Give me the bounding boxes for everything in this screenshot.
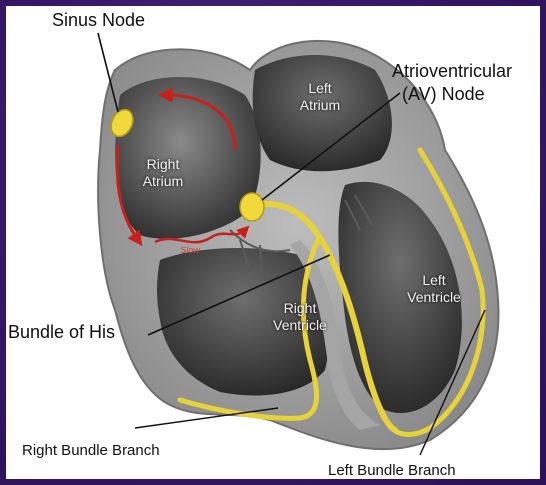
right-ventricle-label: Right Ventricle	[262, 300, 338, 334]
left-atrium-label-line2: Atrium	[290, 97, 350, 114]
av-node-label-line2: (AV) Node	[402, 84, 485, 105]
left-atrium-label-line1: Left	[290, 80, 350, 97]
right-ventricle-label-line1: Right	[262, 300, 338, 317]
sinus-node-label: Sinus Node	[52, 10, 145, 31]
av-node-marker	[240, 193, 264, 221]
left-ventricle-label-line1: Left	[398, 272, 470, 289]
right-atrium-label: Right Atrium	[130, 156, 196, 190]
right-atrium-label-line1: Right	[130, 156, 196, 173]
left-bundle-branch-label: Left Bundle Branch	[328, 462, 456, 479]
right-bundle-branch-label: Right Bundle Branch	[22, 442, 160, 459]
left-ventricle-label-line2: Ventricle	[398, 289, 470, 306]
left-atrium-label: Left Atrium	[290, 80, 350, 114]
left-ventricle-label: Left Ventricle	[398, 272, 470, 306]
av-node-label-line1: Atrioventricular	[392, 61, 512, 82]
right-ventricle-label-line2: Ventricle	[262, 317, 338, 334]
bundle-of-his-label: Bundle of His	[8, 322, 115, 343]
right-atrium-label-line2: Atrium	[130, 173, 196, 190]
slow-path-annotation: Slow	[172, 242, 208, 259]
